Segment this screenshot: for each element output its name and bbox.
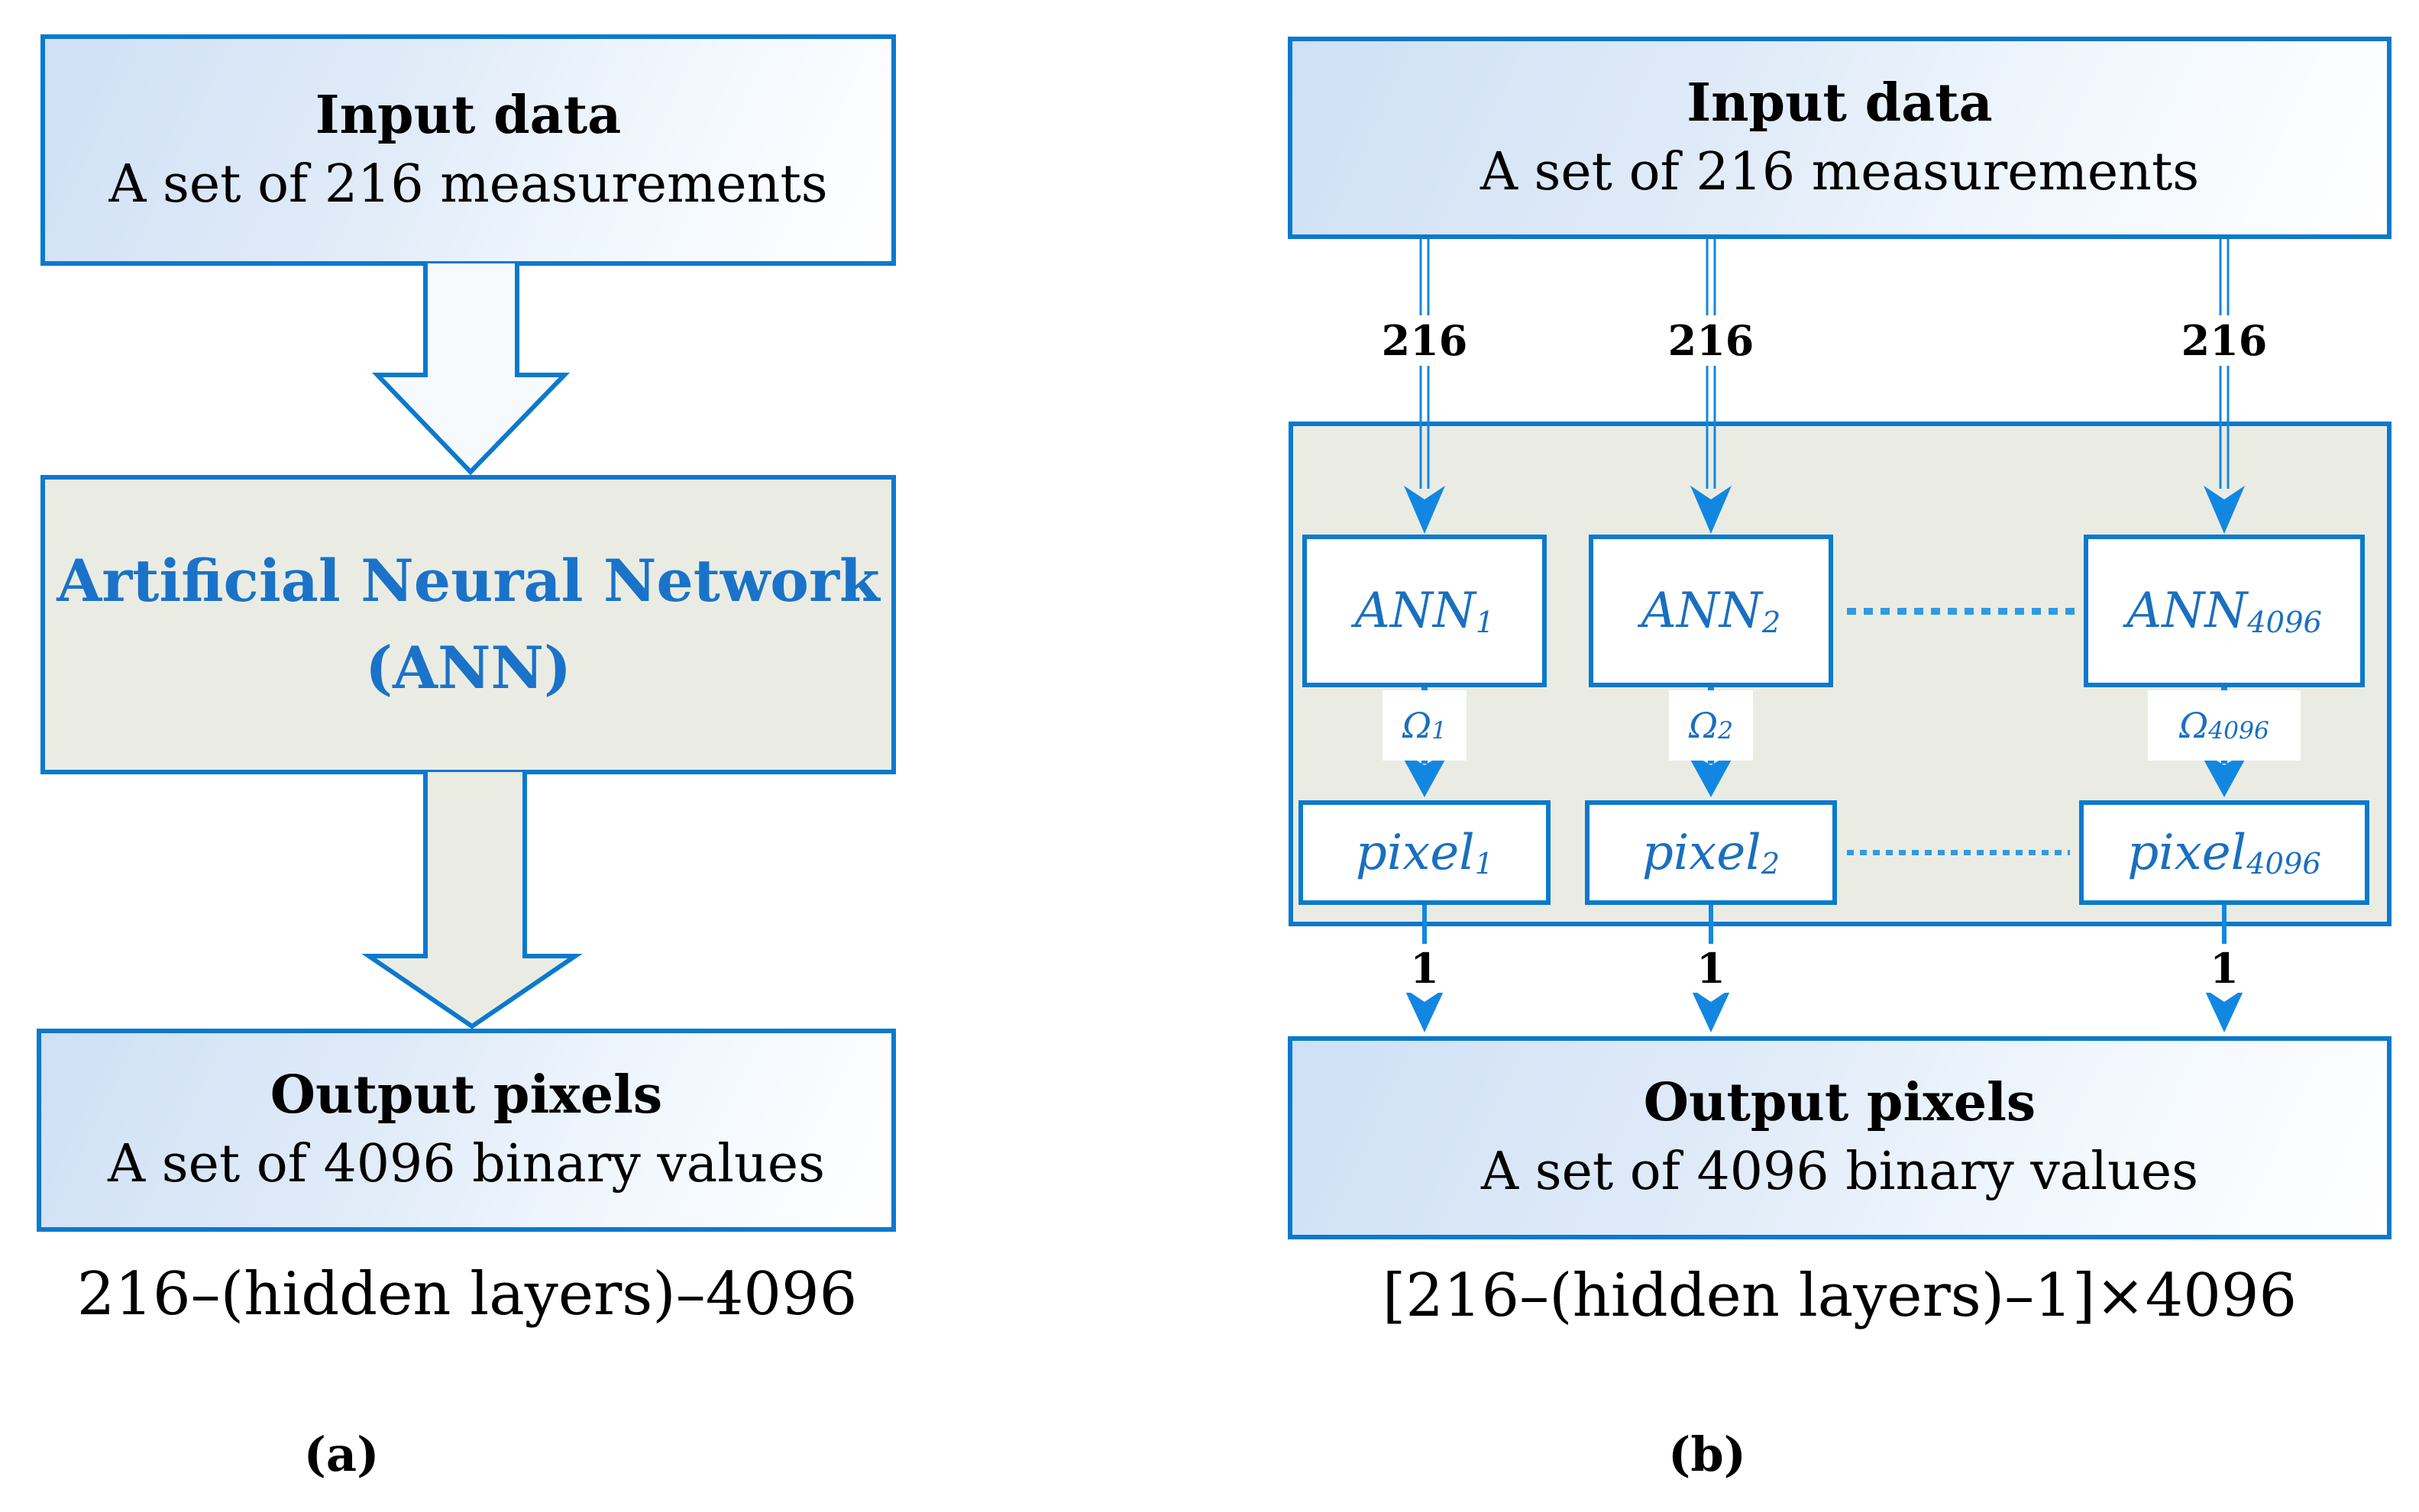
panel-a-ann-line2: (ANN) [365,634,571,702]
panel-b-input-box: Input data A set of 216 measurements [1288,37,2392,239]
ann-unit-label-4096: ANN4096 [2126,583,2322,640]
ann-unit-base-1: ANN [1354,583,1476,639]
ann-unit-label-1: ANN1 [1354,583,1495,640]
panel-b-output-title: Output pixels [1643,1072,2036,1134]
panel-a-input-subtitle: A set of 216 measurements [108,153,828,215]
input-arrow-count-label-1: 216 [1379,315,1470,366]
panel-a-ann-heading: Artificial Neural Network (ANN) [57,538,879,712]
pixel-to-output-arrowhead-icon-2 [1690,988,1732,1032]
weight-base-2: Ω [1688,705,1719,746]
pixel-unit-box-2: pixel2 [1585,800,1837,905]
panel-b-figure-label: (b) [1667,1426,1747,1482]
output-arrow-count-label-2: 1 [1680,944,1741,993]
panel-a-output-title: Output pixels [270,1065,663,1126]
weight-sub-4096: 4096 [2208,716,2269,745]
panel-a-input-box: Input data A set of 216 measurements [40,34,896,266]
ann-unit-label-2: ANN2 [1641,583,1781,640]
ann-unit-sub-1: 1 [1475,605,1495,640]
panel-b-caption: [216–(hidden layers)–1]×4096 [1382,1262,2298,1330]
panel-a-ann-box: Artificial Neural Network (ANN) [40,475,896,774]
pixel-unit-base-2: pixel [1641,824,1761,881]
input-arrow-count-label-2: 216 [1665,315,1757,366]
pixel-unit-box-4096: pixel4096 [2079,800,2369,905]
ann-unit-box-1: ANN1 [1302,535,1547,687]
weight-sub-2: 2 [1718,716,1734,745]
panel-a-output-box: Output pixels A set of 4096 binary value… [37,1029,896,1232]
panel-a-output-subtitle: A set of 4096 binary values [108,1134,825,1194]
pixel-unit-sub-1: 1 [1474,847,1494,882]
panel-b-output-box: Output pixels A set of 4096 binary value… [1288,1036,2392,1239]
panel-a-block-arrow-input-to-ann-icon [371,263,571,476]
ann-row-ellipsis-dots [1847,608,2075,615]
ann-unit-sub-2: 2 [1761,605,1781,640]
pixel-to-output-arrowhead-icon-1 [1404,988,1445,1032]
ann-unit-base-4096: ANN [2126,583,2248,639]
ann-unit-base-2: ANN [1641,583,1762,639]
input-arrow-count-label-3: 216 [2178,315,2270,366]
output-arrow-count-label-1: 1 [1394,944,1455,993]
weight-base-1: Ω [1402,705,1432,746]
panel-b-output-subtitle: A set of 4096 binary values [1481,1142,2198,1202]
panel-a-figure-label: (a) [303,1426,380,1482]
pixel-unit-label-1: pixel1 [1355,824,1494,882]
weight-sub-1: 1 [1431,716,1447,745]
pixel-unit-box-1: pixel1 [1298,800,1551,905]
pixel-unit-sub-4096: 4096 [2246,847,2321,882]
panel-a-caption: 216–(hidden layers)–4096 [76,1260,858,1329]
pixel-row-ellipsis-dots [1847,850,2070,855]
output-arrow-count-label-3: 1 [2194,944,2255,993]
ann-unit-box-2: ANN2 [1589,535,1833,687]
panel-a-block-arrow-ann-to-output-icon [361,772,583,1029]
ann-unit-sub-4096: 4096 [2247,605,2322,640]
panel-b-input-subtitle: A set of 216 measurements [1480,141,2200,202]
pixel-to-output-arrowhead-icon-3 [2204,988,2245,1032]
pixel-unit-label-4096: pixel4096 [2127,824,2321,882]
panel-b-input-title: Input data [1687,72,1993,134]
pixel-unit-base-4096: pixel [2127,824,2247,881]
pixel-unit-base-1: pixel [1355,824,1475,881]
pixel-unit-label-2: pixel2 [1641,824,1780,882]
panel-a-ann-line1: Artificial Neural Network [57,547,880,615]
weight-base-4096: Ω [2179,705,2209,746]
ann-unit-box-4096: ANN4096 [2084,535,2365,687]
pixel-unit-sub-2: 2 [1761,847,1780,882]
panel-a-input-title: Input data [315,84,622,146]
